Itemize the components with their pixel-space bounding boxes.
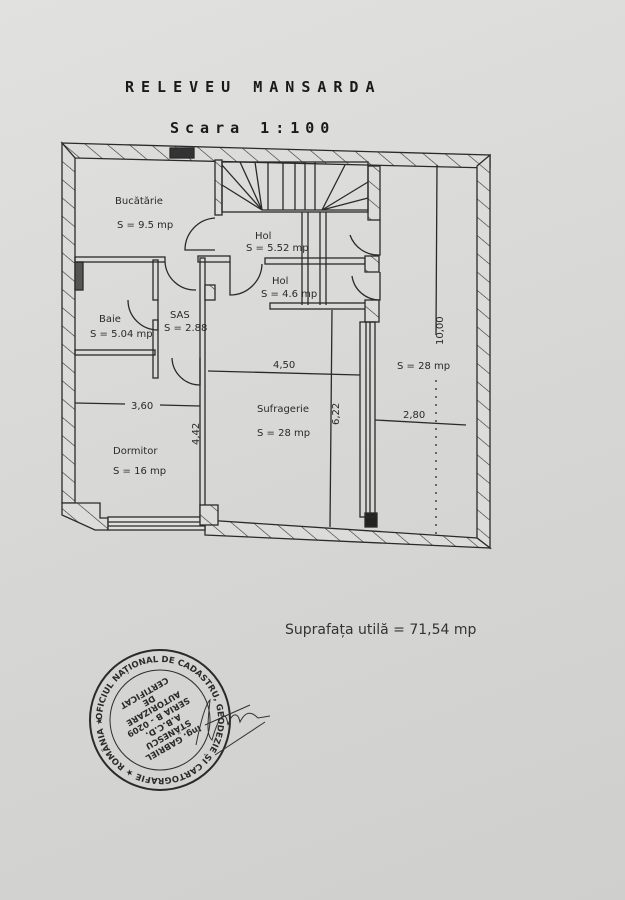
room-area-bucatarie: S = 9.5 mp	[117, 220, 173, 231]
dim-right-width: 2,80	[403, 410, 425, 421]
door-right-lower	[351, 272, 381, 301]
door-sas	[164, 261, 197, 291]
dim-line-sufragerie-width	[207, 370, 361, 376]
dim-line-right-length	[435, 164, 438, 336]
room-area-dormitor: S = 16 mp	[113, 466, 166, 477]
room-area-hol-1: S = 5.52 mp	[246, 243, 309, 254]
door-kitchen	[184, 217, 216, 251]
staircase	[221, 161, 369, 305]
door-baie	[127, 299, 159, 331]
dim-line-dormitor-width	[74, 402, 126, 405]
room-name-baie: Baie	[99, 314, 121, 325]
wall-hol-divider	[264, 257, 366, 265]
room-area-right: S = 28 mp	[397, 361, 450, 372]
room-area-baie: S = 5.04 mp	[90, 329, 153, 340]
room-name-sufragerie: Sufragerie	[257, 404, 309, 415]
scale-label: Scara 1:100	[170, 119, 336, 137]
room-name-hol-2: Hol	[272, 276, 288, 287]
room-name-hol-1: Hol	[255, 231, 271, 242]
dim-line-sufragerie-length	[329, 309, 333, 528]
wall-kitchen-right	[214, 159, 223, 216]
wall-baie-bottom	[74, 349, 156, 356]
room-area-sufragerie: S = 28 mp	[257, 428, 310, 439]
door-dormitor	[171, 357, 201, 386]
window-dormitor	[107, 516, 206, 531]
dim-line-right-width	[374, 419, 467, 426]
vent-left	[74, 261, 84, 291]
room-name-sas: SAS	[170, 310, 190, 321]
dim-sufragerie-length: 6,22	[331, 403, 342, 425]
room-area-sas: S = 2.88	[164, 323, 207, 334]
wall-stair-right	[367, 165, 381, 221]
wall-kitchen-bottom	[74, 256, 166, 263]
official-stamp: OFICIUL NAȚIONAL DE CADASTRU, GEODEZIE Ș…	[89, 649, 271, 791]
wall-left	[61, 141, 76, 504]
door-right-upper	[349, 220, 381, 256]
column-right	[359, 321, 376, 518]
room-area-hol-2: S = 4.6 mp	[261, 289, 317, 300]
dim-dormitor-length: 4,42	[191, 423, 202, 445]
document-title: RELEVEU MANSARDA	[125, 78, 382, 96]
room-name-bucatarie: Bucătărie	[115, 196, 163, 207]
wall-bottom-left	[61, 502, 109, 531]
wall-sufragerie-top	[269, 302, 376, 310]
room-name-dormitor: Dormitor	[113, 446, 158, 457]
wall-bottom	[204, 519, 493, 549]
dim-right-length: 10,00	[435, 316, 446, 345]
total-usable-area: Suprafața utilă = 71,54 mp	[285, 622, 477, 638]
dim-sufragerie-width: 4,50	[273, 360, 295, 371]
wall-right	[476, 153, 491, 550]
dim-dormitor-width: 3,60	[131, 401, 153, 412]
door-hol	[229, 262, 263, 296]
chimney-top	[169, 147, 195, 159]
wall-top	[60, 142, 491, 169]
signature	[195, 698, 271, 756]
wall-sufragerie-left	[199, 257, 206, 521]
